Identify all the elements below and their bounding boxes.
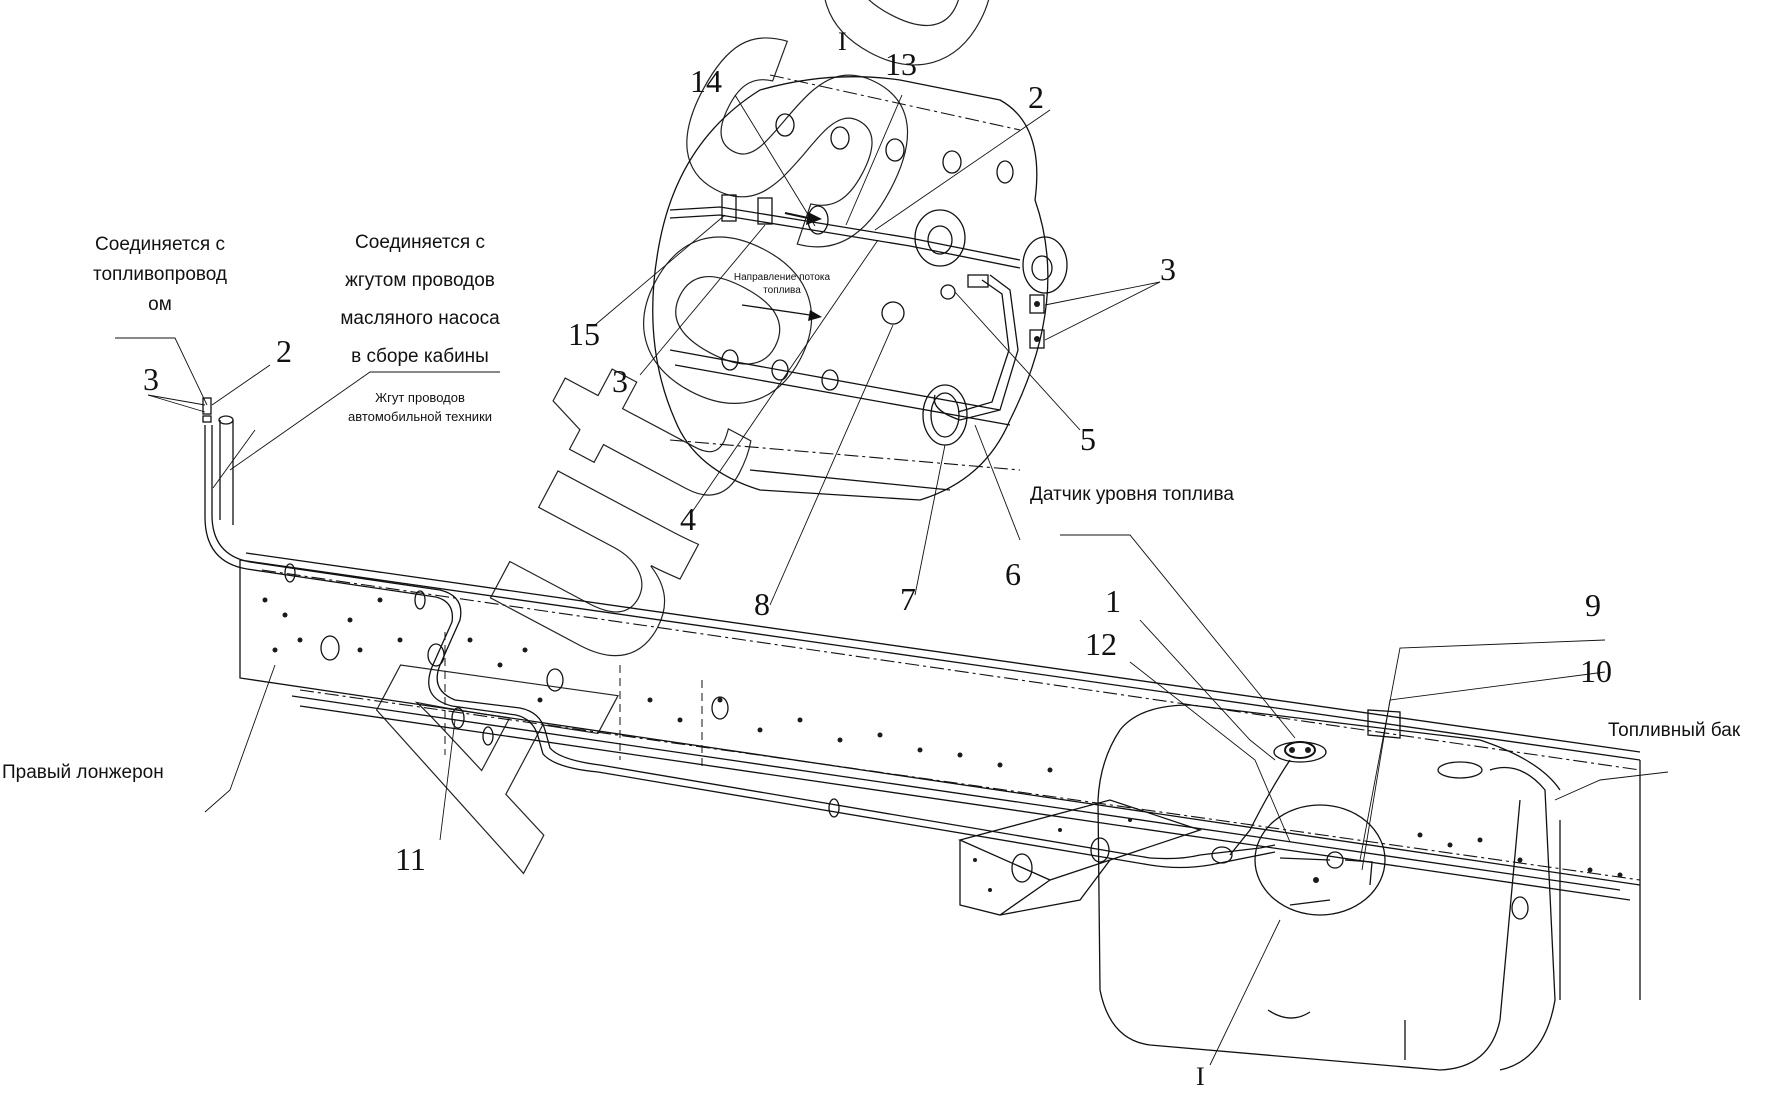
captions: Соединяется с топливопровод ом Соединяет… — [2, 232, 1741, 783]
callout-3-detail-left: 3 — [612, 363, 628, 399]
caption-flow-1: Направление потока — [734, 272, 831, 283]
callout-6-detail: 6 — [1005, 556, 1021, 592]
callout-numbers: 3 2 1 12 9 10 11 14 13 2 15 3 3 4 5 6 7 … — [143, 27, 1612, 1091]
cross-member — [958, 799, 1203, 916]
caption-fuel-line-3: ом — [148, 294, 172, 315]
section-mark-bottom: I — [1196, 1062, 1205, 1091]
callout-12-main: 12 — [1085, 626, 1117, 662]
callout-2-detail: 2 — [1028, 79, 1044, 115]
detail-I-marker — [1254, 804, 1386, 916]
caption-oil-pump-3: масляного насоса — [340, 308, 500, 329]
caption-harness-1: Жгут проводов — [375, 390, 465, 405]
caption-fuel-level-sensor: Датчик уровня топлива — [1030, 484, 1234, 505]
caption-harness-2: автомобильной техники — [348, 409, 492, 424]
callout-7-detail: 7 — [900, 581, 916, 617]
callout-1-main: 1 — [1105, 583, 1121, 619]
harness-run — [202, 397, 1291, 869]
callout-13-detail: 13 — [885, 46, 917, 82]
watermark-text: AutoSoft — [280, 0, 1171, 910]
detail-view-I — [652, 74, 1068, 501]
leader-lines — [115, 94, 1669, 1066]
watermark: AutoSoft — [279, 0, 1171, 911]
caption-flow-2: топлива — [763, 285, 801, 296]
right-side-member — [239, 552, 1641, 1000]
callout-3-main: 3 — [143, 361, 159, 397]
fuel-tank — [1097, 704, 1561, 1071]
callout-10-main: 10 — [1580, 653, 1612, 689]
callout-4-detail: 4 — [680, 501, 696, 537]
caption-fuel-line-1: Соединяется с — [95, 234, 225, 255]
caption-oil-pump-4: в сборе кабины — [351, 346, 489, 367]
callout-3-detail-right: 3 — [1160, 251, 1176, 287]
caption-oil-pump-2: жгутом проводов — [345, 270, 495, 291]
caption-oil-pump-1: Соединяется с — [355, 232, 485, 253]
callout-14-detail: 14 — [690, 63, 722, 99]
caption-fuel-line-2: топливопровод — [93, 264, 227, 285]
caption-right-side-member: Правый лонжерон — [2, 762, 164, 783]
rail-holes — [262, 597, 1623, 920]
section-mark-top: I — [838, 27, 847, 56]
callout-8-detail: 8 — [754, 586, 770, 622]
caption-fuel-tank: Топливный бак — [1608, 720, 1741, 741]
callout-2-main: 2 — [276, 333, 292, 369]
callout-5-detail: 5 — [1080, 421, 1096, 457]
callout-15-detail: 15 — [568, 316, 600, 352]
callout-11-main: 11 — [395, 841, 426, 877]
callout-9-main: 9 — [1585, 587, 1601, 623]
